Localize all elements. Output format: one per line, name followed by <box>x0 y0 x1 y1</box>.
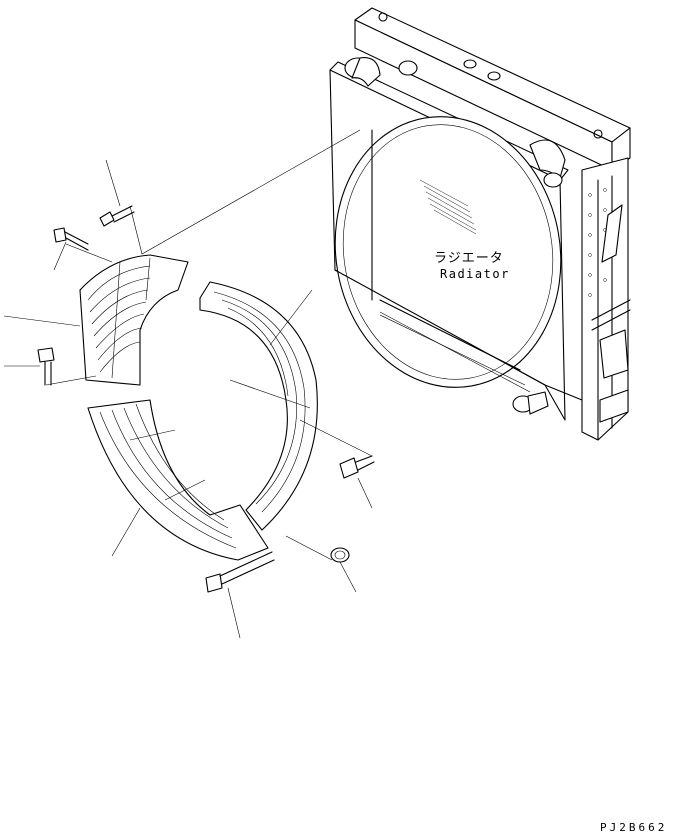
radiator-label-en: Radiator <box>440 267 510 281</box>
core-hatching <box>419 179 477 235</box>
fan-guard-lower <box>87 399 269 561</box>
bolt <box>330 547 350 563</box>
bolt <box>37 347 55 386</box>
bolt <box>339 455 375 479</box>
radiator-assembly <box>329 7 631 441</box>
fan-guard-left-upper <box>79 254 189 386</box>
fan-guard-right <box>199 281 318 531</box>
radiator-label-jp: ラジエータ <box>434 251 504 266</box>
drawing-code: PJ2B662 <box>600 821 667 834</box>
bolt <box>205 551 275 593</box>
bolt <box>99 205 135 227</box>
leader-lines <box>3 129 373 639</box>
bolt <box>53 227 89 251</box>
radiator-label: ラジエータ Radiator <box>434 251 510 281</box>
radiator-pipes <box>344 57 566 415</box>
